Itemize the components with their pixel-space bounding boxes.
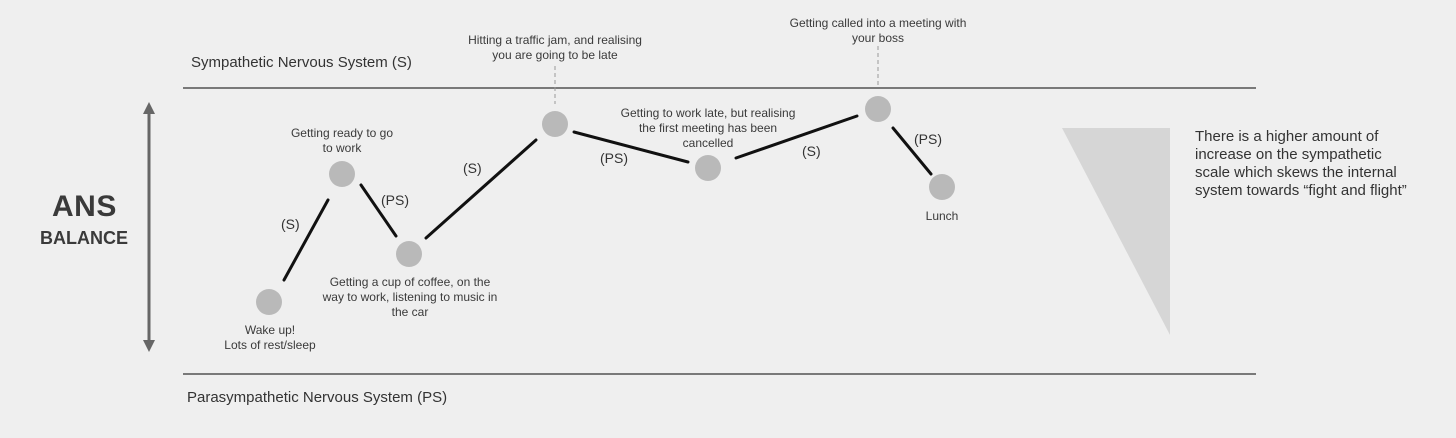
- ans-subtitle: BALANCE: [40, 228, 128, 248]
- edge-meeting-lunch: [891, 126, 933, 176]
- edge-wake-ready: [282, 198, 330, 282]
- node-wake: [256, 289, 282, 315]
- sympathetic-label: Sympathetic Nervous System (S): [191, 54, 412, 71]
- node-lunch: [929, 174, 955, 200]
- edge-traffic-late: [572, 130, 690, 164]
- event-label-wake: Wake up!Lots of rest/sleep: [224, 323, 316, 352]
- transition-label-5: (S): [802, 143, 821, 159]
- transition-label-2: (PS): [381, 192, 409, 208]
- node-ready: [329, 161, 355, 187]
- edge-late-meeting: [734, 114, 859, 160]
- node-late: [695, 155, 721, 181]
- event-label-lunch: Lunch: [925, 209, 959, 223]
- ans-axis-arrow: [143, 102, 155, 352]
- ans-title: ANS: [52, 190, 117, 223]
- node-coffee: [396, 241, 422, 267]
- transition-label-6: (PS): [914, 131, 942, 147]
- edge-coffee-traffic: [424, 138, 538, 240]
- edges: [282, 114, 933, 282]
- transition-label-1: (S): [281, 216, 300, 232]
- node-meeting: [865, 96, 891, 122]
- transition-label-4: (PS): [600, 150, 628, 166]
- transition-label-3: (S): [463, 160, 482, 176]
- skew-wedge: [1062, 128, 1170, 335]
- parasympathetic-label: Parasympathetic Nervous System (PS): [187, 389, 448, 406]
- node-traffic: [542, 111, 568, 137]
- edge-ready-coffee: [359, 183, 398, 238]
